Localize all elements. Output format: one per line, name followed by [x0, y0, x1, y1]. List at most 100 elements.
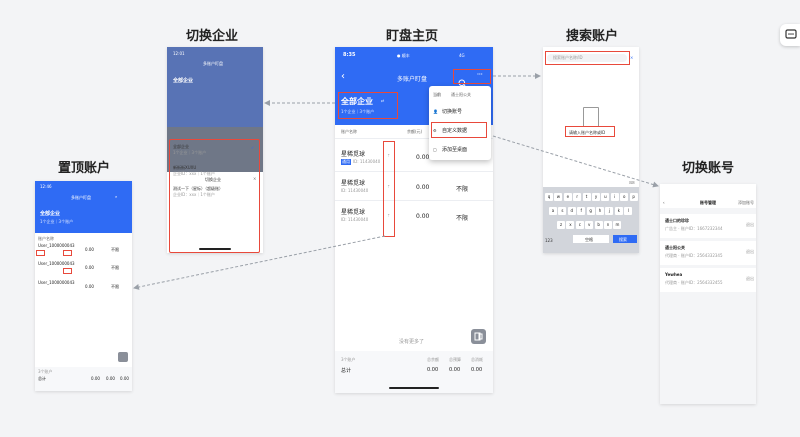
account-row-balance: 0.00: [416, 213, 430, 220]
key-t[interactable]: t: [582, 193, 591, 201]
key-o[interactable]: o: [620, 193, 629, 201]
account-tag: 通用: [341, 159, 351, 165]
all-company-label[interactable]: 全部企业: [341, 97, 373, 106]
key-z[interactable]: z: [557, 221, 565, 229]
key-space[interactable]: [573, 235, 609, 243]
pin-icon[interactable]: ⇡: [387, 184, 391, 189]
key-d[interactable]: d: [567, 207, 576, 215]
footer-col: 总预算: [449, 357, 461, 362]
account-row-name[interactable]: User_1000000043: [38, 280, 75, 285]
key-search[interactable]: [613, 235, 637, 243]
account-row-balance: 0.00: [85, 247, 94, 252]
account-row-name[interactable]: 星稀觅球: [341, 151, 366, 158]
swap-icon[interactable]: ⇄: [381, 98, 385, 103]
popup-tab[interactable]: 通士阳公关: [451, 92, 471, 97]
key-p[interactable]: p: [629, 193, 638, 201]
key-s[interactable]: s: [558, 207, 567, 215]
message-icon[interactable]: [780, 24, 800, 46]
key-n[interactable]: n: [604, 221, 612, 229]
search-icon[interactable]: ⌕: [115, 194, 118, 199]
key-q[interactable]: q: [545, 193, 553, 201]
account-row-name[interactable]: User_1000000043: [38, 243, 75, 248]
cancel-icon[interactable]: ×: [630, 55, 634, 60]
more-popup: 当前 通士阳公关 👤 切换账号 ⚙ 自定义数据 ▢ 添加至桌面: [429, 86, 491, 160]
account-row-balance: 0.00: [85, 284, 94, 289]
search-input[interactable]: [547, 54, 627, 62]
account-sub: 代理商 · 账户ID：2564332345: [665, 253, 723, 258]
company-sheet: [167, 172, 263, 253]
dim-overlay: [167, 127, 263, 172]
key-f[interactable]: f: [577, 207, 586, 215]
title-search: 搜索账户: [566, 29, 619, 44]
account-row-name[interactable]: 星稀觅球: [341, 209, 366, 216]
key-y[interactable]: y: [592, 193, 600, 201]
header-title: 多账户盯盘: [71, 195, 91, 200]
key-u[interactable]: u: [601, 193, 610, 201]
account-row-id: ID: 11430040: [341, 188, 369, 193]
account-card[interactable]: [660, 241, 756, 265]
more-icon[interactable]: ···: [477, 72, 483, 78]
key-h[interactable]: h: [596, 207, 604, 215]
company-item-sub: 企业ID：xxx｜1个账户: [173, 192, 215, 197]
key-a[interactable]: a: [549, 207, 557, 215]
logout-button[interactable]: 退出: [746, 276, 754, 281]
account-row-name[interactable]: 星稀觅球: [341, 180, 366, 187]
key-j[interactable]: j: [605, 207, 614, 215]
key-c[interactable]: c: [575, 221, 584, 229]
empty-text: 请输入账户名称或ID: [569, 130, 606, 135]
floating-button[interactable]: [118, 352, 128, 362]
all-company-label: 全部企业: [40, 211, 61, 217]
highlight-pinned-tag: [36, 250, 45, 256]
key-x[interactable]: x: [566, 221, 575, 229]
home-indicator: [389, 387, 439, 389]
company-item-name[interactable]: 全部企业: [173, 144, 189, 149]
pin-icon[interactable]: ⇡: [387, 213, 391, 218]
header-title: 多账户盯盘: [397, 76, 428, 83]
highlight-search-input: [545, 51, 630, 65]
highlight-custom-data: [431, 122, 487, 138]
popup-item-add-desktop[interactable]: 添加至桌面: [442, 147, 468, 153]
company-item-name[interactable]: 新街街XUXU: [173, 165, 197, 170]
search-placeholder: 搜索账户名称/ID: [553, 55, 583, 60]
key-b[interactable]: b: [594, 221, 603, 229]
back-icon[interactable]: ‹: [663, 200, 665, 205]
summary-footer: [35, 367, 132, 391]
logout-button[interactable]: 退出: [746, 249, 754, 254]
back-icon[interactable]: ‹: [341, 71, 345, 82]
dimmed-header: [167, 47, 263, 127]
key-w[interactable]: w: [554, 193, 563, 201]
company-item-name[interactable]: 测试一下（星标）（超级账）: [173, 186, 223, 191]
title-switch-company: 切换企业: [186, 29, 239, 44]
footer-total-value: 0.00: [471, 367, 483, 373]
floating-button[interactable]: [471, 329, 486, 344]
key-k[interactable]: k: [614, 207, 623, 215]
account-row-name[interactable]: User_1000000043: [38, 261, 75, 266]
popup-tab[interactable]: 当前: [433, 92, 441, 97]
key-r[interactable]: r: [573, 193, 582, 201]
status-signal: 4G: [459, 53, 465, 58]
footer-total-label: 总计: [38, 376, 46, 381]
key-123[interactable]: 123: [545, 238, 553, 243]
key-m[interactable]: m: [613, 221, 622, 229]
popup-item-custom-data[interactable]: 自定义数据: [442, 128, 468, 134]
pin-icon[interactable]: ⇡: [387, 153, 391, 158]
keyboard-icon[interactable]: ⌨: [629, 180, 635, 185]
account-card[interactable]: [660, 268, 756, 292]
key-i[interactable]: i: [610, 193, 619, 201]
close-icon[interactable]: ×: [253, 176, 257, 181]
footer-account-count: 3个账户: [341, 357, 356, 362]
pin-screen: 12:46 多账户盯盘 ⌕ 全部企业 1个企业｜3个账户 账户名称 User_1…: [35, 181, 132, 391]
popup-item-switch-account[interactable]: 切换账号: [442, 109, 463, 115]
key-l[interactable]: l: [624, 207, 633, 215]
add-account-button[interactable]: 添加账号: [738, 200, 754, 205]
key-v[interactable]: v: [585, 221, 594, 229]
key-e[interactable]: e: [563, 193, 572, 201]
column-account-name: 账户名称: [341, 129, 357, 134]
switch-account-screen: ‹ 账号管理 添加账号 通士口的珍珍 广告主 · 账户ID：1667232344…: [660, 184, 756, 404]
arrow-to-switch-account: [492, 135, 659, 188]
account-card[interactable]: [660, 214, 756, 238]
logout-button[interactable]: 退出: [746, 222, 754, 227]
arrow-to-pin: [133, 235, 386, 290]
key-g[interactable]: g: [586, 207, 595, 215]
